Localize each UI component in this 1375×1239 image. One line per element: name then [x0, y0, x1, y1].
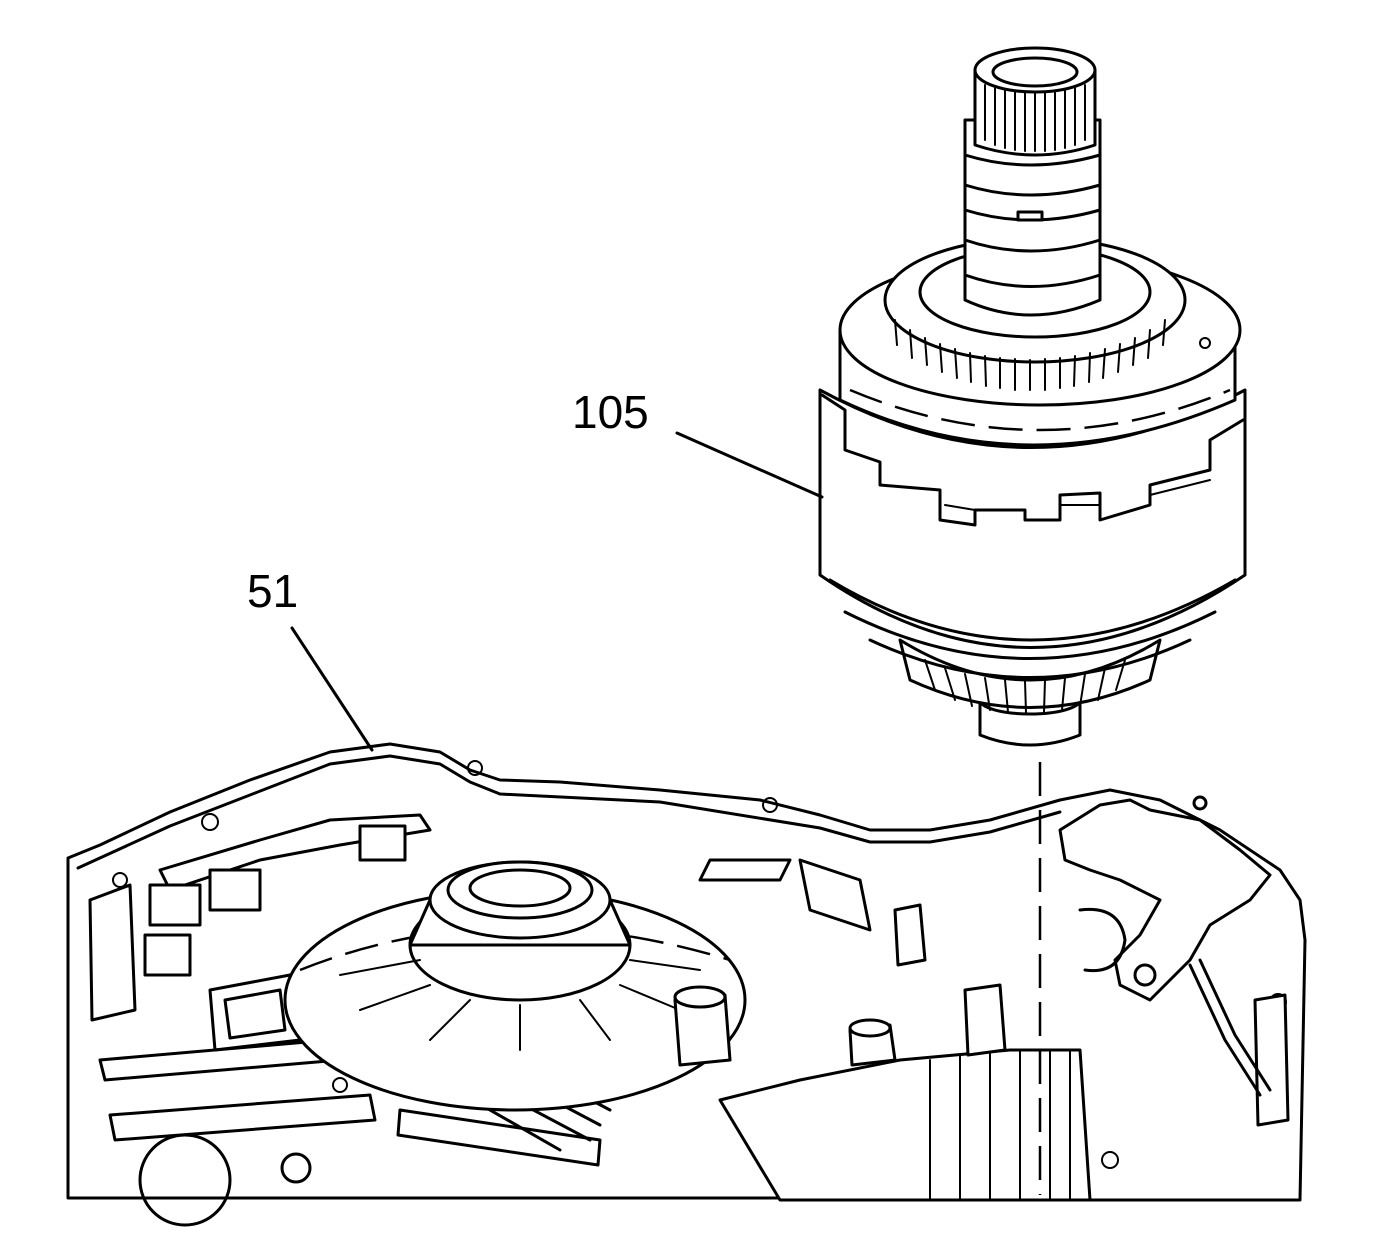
callout-label-51: 51 — [247, 565, 298, 617]
clutch-housing-assembly-illustration — [818, 46, 1247, 747]
callout-label-105: 105 — [572, 386, 649, 438]
transmission-case-illustration — [66, 742, 1307, 1227]
leader-line-105 — [675, 431, 824, 499]
leader-line-51 — [290, 626, 374, 752]
